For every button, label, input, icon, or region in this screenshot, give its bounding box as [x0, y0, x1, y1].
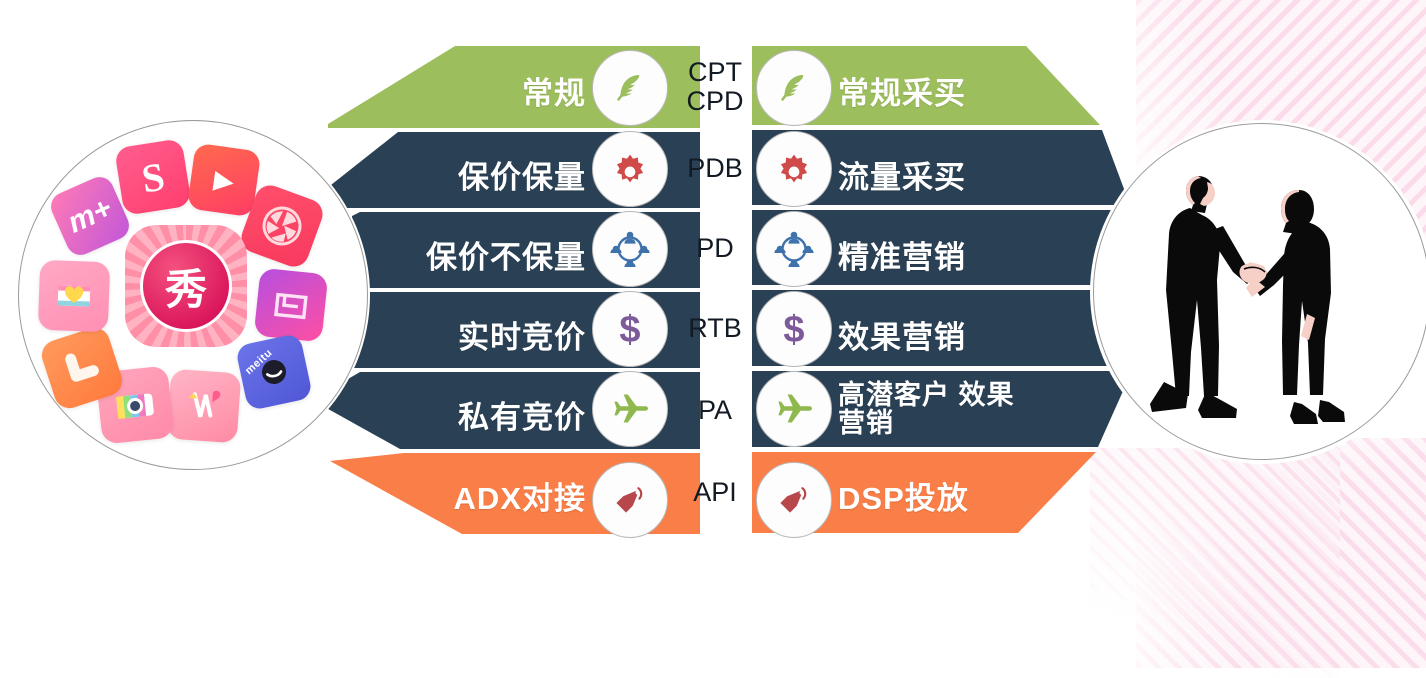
app-tile-heart-photo[interactable]: [37, 259, 111, 333]
left-label-row-6: ADX对接: [453, 481, 586, 516]
app-tile-meitu-xiuxiu[interactable]: 秀: [125, 225, 247, 347]
left-label-row-1: 常规: [522, 76, 586, 111]
left-label-row-3: 保价不保量: [426, 240, 586, 275]
code-row-4: RTB: [688, 313, 742, 343]
left-label-row-2: 保价保量: [458, 160, 586, 195]
icon-bubble-row-6[interactable]: [592, 462, 668, 538]
handshake-illustration: [1150, 176, 1345, 424]
code-row-3: PD: [696, 233, 734, 263]
right-icon-bubble-row-3[interactable]: [756, 211, 832, 287]
right-bars: [752, 46, 1138, 533]
right-label-row-1: 常规采买: [838, 76, 966, 111]
icon-bubble-row-1[interactable]: [592, 50, 668, 126]
right-bar-row-5: [752, 371, 1132, 447]
icon-bubble-row-3[interactable]: [592, 211, 668, 287]
lens-icon: [262, 359, 286, 384]
left-label-row-4: 实时竞价: [458, 320, 586, 355]
app-tile-photo-frame[interactable]: [253, 267, 329, 343]
app-tile-video[interactable]: ▶: [186, 142, 262, 218]
frame-icon: [254, 268, 329, 343]
right-bar-row-2: [752, 130, 1130, 205]
airplane-icon: [778, 394, 812, 423]
app-tile-sticker[interactable]: [166, 368, 242, 444]
kids-camera-icon: [95, 365, 174, 444]
app-tile-selfie[interactable]: S: [114, 138, 192, 216]
code-row-5: PA: [697, 395, 732, 425]
icon-bubble-row-4[interactable]: $: [592, 291, 668, 367]
right-icon-bubble-row-2[interactable]: [756, 131, 832, 207]
dollar-icon: $: [619, 309, 640, 351]
airplane-icon: [614, 394, 648, 423]
app-tile-beauty-cam[interactable]: [37, 323, 127, 413]
handshake-circle: [1093, 123, 1426, 460]
feather-icon: [781, 75, 804, 102]
app-tile-camera-shutter[interactable]: [237, 181, 327, 271]
gear-icon: [616, 154, 644, 183]
right-label-row-2: 流量采买: [838, 160, 966, 195]
right-icon-bubble-row-6[interactable]: [756, 462, 832, 538]
app-tile-meitu-camera[interactable]: meitu: [234, 332, 314, 412]
app-tile-label: S: [138, 153, 168, 201]
right-icon-bubble-row-5[interactable]: [756, 371, 832, 447]
app-tile-label: 秀: [140, 240, 232, 332]
icon-bubble-row-5[interactable]: [592, 371, 668, 447]
gear-icon: [780, 154, 808, 183]
right-label-row-3: 精准营销: [838, 240, 966, 275]
price-tag-icon: [780, 487, 807, 513]
right-bar-row-4: [752, 290, 1138, 366]
price-tag-icon: [616, 487, 643, 513]
svg-text:$: $: [619, 309, 640, 351]
code-row-1: CPT CPD: [686, 57, 744, 117]
right-label-row-6: DSP投放: [838, 481, 969, 516]
app-tile-kids-camera[interactable]: [95, 365, 175, 445]
people-network-icon: [774, 231, 814, 267]
right-bar-row-1: [752, 46, 1100, 125]
right-icon-bubble-row-4[interactable]: $: [756, 291, 832, 367]
l-shape-icon: [38, 324, 126, 412]
people-network-icon: [610, 231, 650, 267]
dollar-icon: $: [783, 309, 804, 351]
right-bar-row-3: [752, 210, 1138, 285]
app-family-circle: m+ S ▶: [18, 120, 368, 470]
code-row-2: PDB: [687, 153, 743, 183]
left-label-row-5: 私有竞价: [458, 400, 586, 435]
right-bar-row-6: [752, 452, 1096, 533]
right-label-row-4: 效果营销: [838, 320, 966, 355]
feather-icon: [617, 75, 640, 102]
right-icon-bubble-row-1[interactable]: [756, 50, 832, 126]
sticker-icon: [167, 369, 242, 444]
svg-text:$: $: [783, 309, 804, 351]
shutter-icon: [237, 181, 327, 271]
right-label-row-5: 高潜客户 效果营销: [838, 380, 1015, 439]
heart-photo-icon: [38, 260, 110, 332]
app-tile-label: ▶: [212, 163, 237, 196]
code-row-6: API: [693, 477, 737, 507]
icon-bubble-row-2[interactable]: [592, 131, 668, 207]
